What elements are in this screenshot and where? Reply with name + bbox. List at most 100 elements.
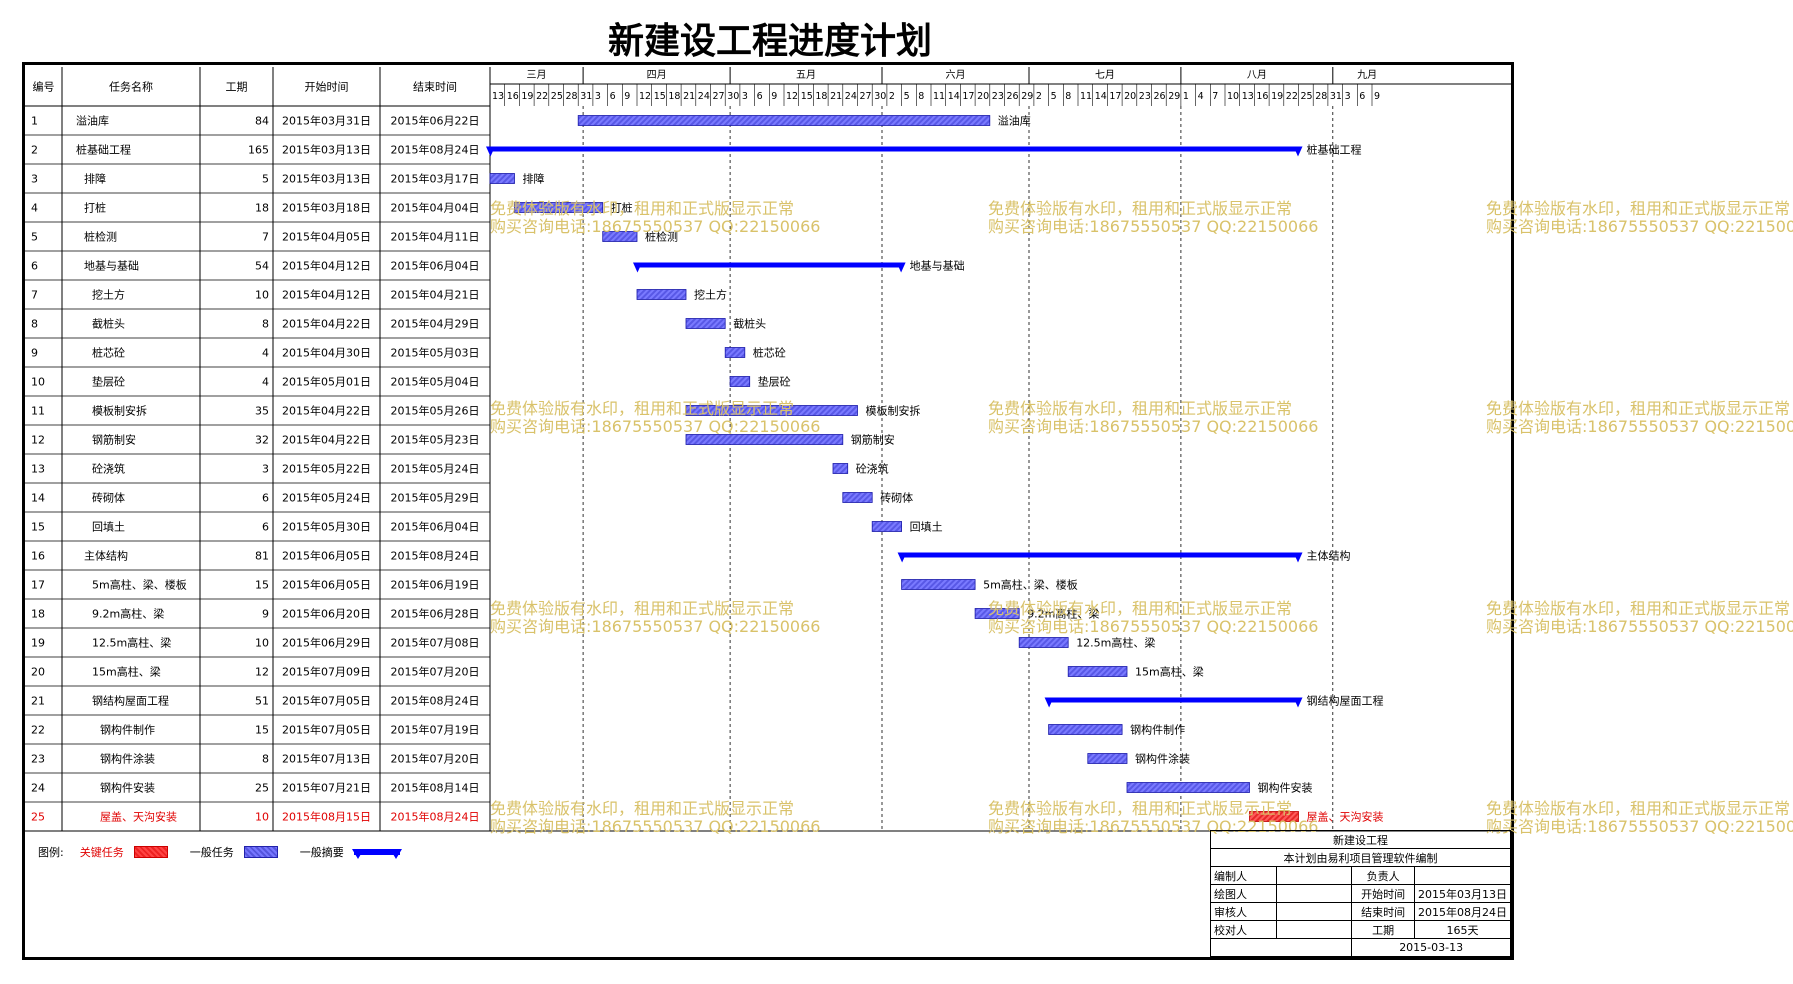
task-bar — [729, 376, 751, 387]
task-start: 2015年05月24日 — [282, 491, 371, 505]
summary-bar — [1048, 697, 1299, 703]
task-duration: 6 — [262, 492, 269, 505]
day-label: 17 — [1109, 91, 1121, 102]
task-name: 桩芯砼 — [92, 346, 125, 360]
bar-label: 溢油库 — [998, 114, 1031, 128]
task-bar — [974, 608, 1020, 619]
column-header: 工期 — [226, 81, 248, 94]
summary-cap — [1293, 697, 1303, 708]
task-name: 回填土 — [92, 520, 125, 534]
task-duration: 10 — [255, 811, 269, 824]
day-label: 19 — [1271, 91, 1283, 102]
task-id: 22 — [31, 724, 45, 737]
task-end: 2015年07月08日 — [391, 636, 480, 650]
task-end: 2015年04月11日 — [391, 230, 480, 244]
task-bar — [1048, 724, 1123, 735]
month-label: 四月 — [647, 69, 667, 81]
info-compiler-label: 编制人 — [1209, 866, 1278, 885]
day-label: 10 — [1227, 91, 1239, 102]
legend: 图例: 关键任务 一般任务 一般摘要 — [38, 844, 402, 860]
task-id: 19 — [31, 637, 45, 650]
day-label: 19 — [521, 91, 533, 102]
task-start: 2015年06月20日 — [282, 607, 371, 621]
day-label: 23 — [1139, 91, 1151, 102]
legend-normal-label: 一般任务 — [189, 846, 234, 859]
info-checker-label: 校对人 — [1209, 920, 1278, 939]
task-end: 2015年05月29日 — [391, 491, 480, 505]
gantt-frame — [22, 62, 1514, 960]
task-bar — [832, 463, 849, 474]
task-name: 砖砌体 — [92, 491, 125, 505]
task-start: 2015年06月05日 — [282, 578, 371, 592]
task-bar — [489, 173, 515, 184]
task-duration: 35 — [255, 405, 269, 418]
day-label: 5 — [904, 91, 910, 102]
day-label: 6 — [610, 91, 616, 102]
task-name: 地基与基础 — [84, 260, 139, 273]
info-compiler-value — [1276, 866, 1353, 885]
task-duration: 3 — [262, 463, 269, 476]
task-duration: 15 — [255, 724, 269, 737]
task-id: 24 — [31, 782, 45, 795]
task-start: 2015年07月09日 — [282, 665, 371, 679]
task-id: 7 — [31, 289, 38, 302]
task-start: 2015年06月29日 — [282, 636, 371, 650]
day-label: 8 — [1065, 91, 1071, 102]
day-label: 21 — [830, 91, 842, 102]
task-name: 桩检测 — [84, 230, 117, 244]
page-title: 新建设工程进度计划 — [607, 20, 932, 62]
day-label: 3 — [595, 91, 601, 102]
task-end: 2015年05月03日 — [391, 346, 480, 360]
task-name: 溢油库 — [76, 114, 109, 128]
task-start: 2015年05月22日 — [282, 462, 371, 476]
task-start: 2015年04月22日 — [282, 433, 371, 447]
bar-label: 9.2m高柱、梁 — [1027, 607, 1099, 621]
task-name: 桩基础工程 — [76, 143, 131, 157]
task-end: 2015年06月19日 — [391, 578, 480, 592]
task-bar — [1067, 666, 1128, 677]
task-duration: 4 — [262, 347, 269, 360]
info-start-value: 2015年03月13日 — [1414, 884, 1511, 903]
task-start: 2015年06月05日 — [282, 549, 371, 563]
task-duration: 7 — [262, 231, 269, 244]
day-label: 30 — [727, 91, 739, 102]
day-label: 26 — [1154, 91, 1166, 102]
task-end: 2015年06月22日 — [391, 114, 480, 128]
day-label: 17 — [962, 91, 974, 102]
summary-bar — [901, 552, 1299, 558]
info-duration-label: 工期 — [1351, 920, 1415, 939]
task-end: 2015年08月24日 — [391, 549, 480, 563]
task-end: 2015年06月04日 — [391, 520, 480, 534]
bar-label: 排障 — [523, 172, 545, 186]
task-id: 15 — [31, 521, 45, 534]
task-id: 13 — [31, 463, 45, 476]
day-label: 5 — [1051, 91, 1057, 102]
task-id: 6 — [31, 260, 38, 273]
task-end: 2015年03月17日 — [391, 172, 480, 186]
bar-label: 截桩头 — [733, 317, 766, 331]
summary-cap — [633, 262, 642, 273]
day-label: 9 — [771, 91, 777, 102]
task-duration: 10 — [255, 289, 269, 302]
summary-bar — [637, 262, 902, 268]
legend-summary-label: 一般摘要 — [299, 846, 344, 859]
info-note: 本计划由易利项目管理软件编制 — [1210, 848, 1511, 867]
bar-label: 砖砌体 — [880, 491, 913, 505]
task-bar — [685, 434, 844, 445]
task-id: 16 — [31, 550, 45, 563]
day-label: 6 — [1359, 91, 1365, 102]
info-drawer-value — [1276, 884, 1353, 903]
task-name: 钢构件涂装 — [100, 752, 155, 766]
task-id: 1 — [31, 115, 38, 128]
task-duration: 54 — [255, 260, 269, 273]
task-id: 17 — [31, 579, 45, 592]
task-duration: 25 — [255, 782, 269, 795]
month-label: 七月 — [1095, 69, 1115, 81]
task-start: 2015年03月18日 — [282, 201, 371, 215]
task-duration: 8 — [262, 753, 269, 766]
task-duration: 18 — [255, 202, 269, 215]
day-label: 20 — [1124, 91, 1136, 102]
bar-label: 地基与基础 — [910, 260, 965, 273]
task-id: 8 — [31, 318, 38, 331]
task-name: 9.2m高柱、梁 — [92, 607, 164, 621]
